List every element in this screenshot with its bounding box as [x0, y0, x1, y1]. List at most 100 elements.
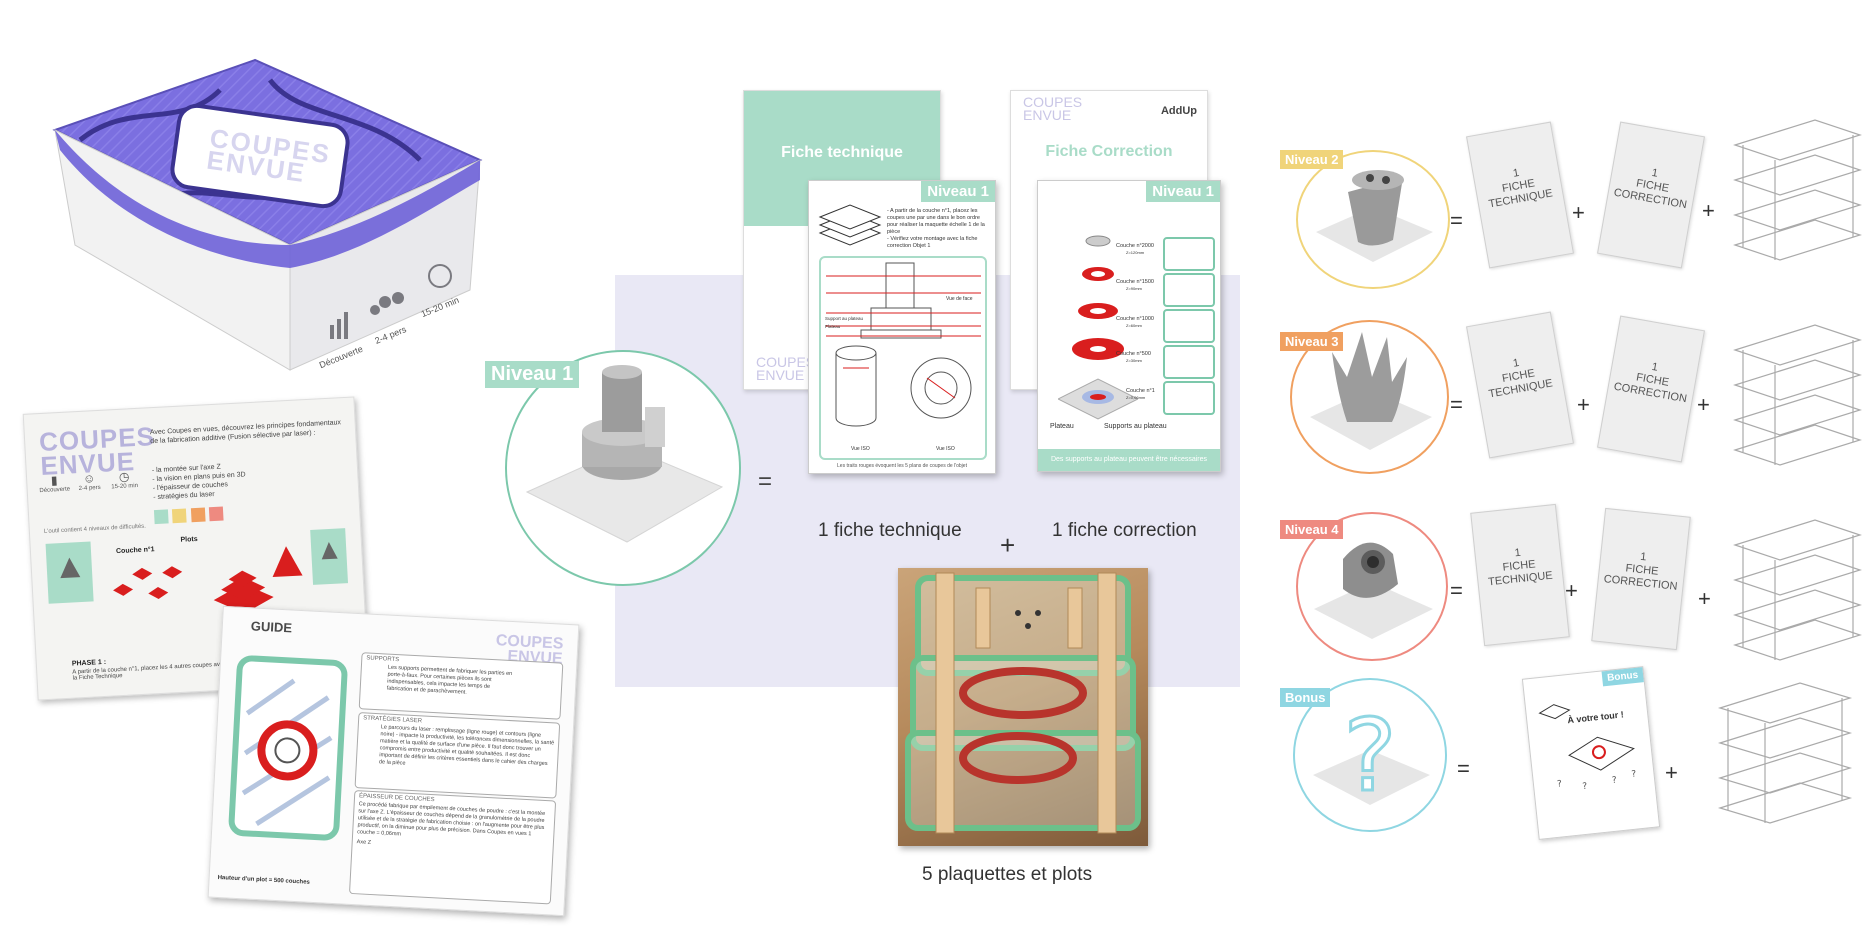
svg-text:?: ?	[1582, 782, 1588, 792]
rulebook-level-swatches	[153, 506, 224, 530]
couche-1500-z: Z=90mm	[1126, 286, 1142, 291]
fiche-back-logo-line2: ENVUE	[756, 367, 805, 383]
bonus-part-image: ?	[1313, 696, 1430, 816]
guide-section-laser: STRATÉGIES LASER Le parcours du laser : …	[354, 712, 561, 799]
level3-part-image	[1310, 332, 1432, 450]
vue-face-label: Vue de face	[946, 296, 973, 302]
guide-laser-text: Le parcours du laser : remplissage (lign…	[378, 724, 555, 768]
rulebook-plots-label: Plots	[180, 535, 198, 544]
level2-plus-2: +	[1702, 198, 1715, 223]
support-label: Support au plateau	[825, 316, 864, 321]
couche-1-z: Z=0,06mm	[1126, 395, 1146, 400]
svg-text:?: ?	[1557, 779, 1563, 789]
fiche-back-title: Fiche technique	[781, 144, 903, 161]
guide-section-layers: ÉPAISSEUR DE COUCHES Ce procédé fabrique…	[348, 789, 557, 905]
level2-fiche-technique: 1 FICHE TECHNIQUE	[1466, 121, 1574, 269]
fiche-correction-card: Niveau 1 Couche n°2000 Z=120mm Couche n°…	[1037, 180, 1221, 472]
couche-1-label: Couche n°1	[1126, 388, 1155, 394]
check-box-couche-2000	[1163, 237, 1215, 271]
level2-fiche-correction-text: 1 FICHE CORRECTION	[1612, 166, 1688, 212]
check-box-couche-1000	[1163, 309, 1215, 343]
rulebook-stat-difficulty-label: Découverte	[39, 486, 71, 495]
couche-2000-label: Couche n°2000	[1116, 243, 1154, 249]
rulebook-stat-time-label: 15-20 min	[111, 482, 139, 491]
level2-part-image	[1316, 170, 1433, 262]
level2-badge: Niveau 2	[1280, 150, 1344, 169]
guide-hauteur: Hauteur d'un plot = 500 couches	[217, 874, 310, 886]
game-box: COUPES ENVUE Découverte 2-4 pers 15-20 m…	[40, 40, 500, 430]
addup-logo: AddUp	[1160, 105, 1197, 117]
box-illustration	[52, 58, 483, 371]
level3-plates-sketch	[1733, 324, 1862, 466]
level3-fiche-correction-text: 1 FICHE CORRECTION	[1612, 360, 1688, 406]
couche-500-z: Z=30mm	[1126, 358, 1142, 363]
rulebook-intro: Avec Coupes en vues, découvrez les princ…	[149, 419, 342, 446]
rulebook-sheet: COUPES ENVUE Avec Coupes en vues, découv…	[22, 396, 370, 701]
plates-and-pegs-photo	[898, 568, 1148, 846]
guide-section-supports: SUPPORTS Les supports permettent de fabr…	[358, 652, 564, 720]
guide-sheet: GUIDE COUPES ENVUE SUPPORTS Les supports…	[207, 605, 580, 917]
rulebook-phase-title: PHASE 1 :	[71, 658, 107, 668]
check-box-couche-1500	[1163, 273, 1215, 307]
level3-badge: Niveau 3	[1280, 332, 1344, 351]
level1-badge: Niveau 1	[485, 361, 580, 388]
rulebook-stat-players: ☺2-4 pers	[78, 471, 101, 493]
bonus-plus: +	[1665, 760, 1678, 785]
couche-1000-label: Couche n°1000	[1116, 316, 1154, 322]
check-box-couche-500	[1163, 345, 1215, 379]
couche-500-label: Couche n°500	[1116, 351, 1151, 357]
couche-2000-z: Z=120mm	[1126, 250, 1145, 255]
fiche-back-logo-line1: COUPES	[756, 354, 816, 370]
corr-card-level: Niveau 1	[1146, 181, 1220, 202]
level1-part-image	[525, 365, 724, 543]
level2-plus-1: +	[1572, 200, 1585, 225]
guide-title: GUIDE	[250, 618, 293, 636]
level4-part-circle	[1296, 512, 1448, 661]
level4-fiche-correction-text: 1 FICHE CORRECTION	[1603, 550, 1678, 593]
level4-plates-sketch	[1733, 519, 1862, 661]
rulebook-diagram	[45, 528, 349, 614]
caption-plates: 5 plaquettes et plots	[922, 864, 1093, 885]
plus-sign-main: +	[1000, 530, 1016, 560]
technical-drawing-lines	[826, 262, 981, 427]
exploded-layers-illustration	[1058, 235, 1138, 420]
stack-icon	[818, 204, 882, 246]
plates-photo-illustration	[905, 572, 1141, 834]
bonus-card-illustration: ????	[1538, 704, 1637, 792]
vue-iso-1-label: Vue ISO	[851, 446, 870, 452]
svg-text:?: ?	[1631, 769, 1637, 779]
corr-back-title: Fiche Correction	[1045, 143, 1173, 160]
correction-footer-band: Des supports au plateau peuvent être néc…	[1038, 449, 1220, 471]
level2-fiche-correction: 1 FICHE CORRECTION	[1597, 121, 1705, 269]
level4-plus-1: +	[1565, 578, 1578, 603]
fiche-technical-drawing: Vue de face Support au plateau Plateau V…	[819, 256, 987, 460]
bonus-card: Bonus À votre tour ! ????	[1521, 666, 1661, 840]
rulebook-stat-difficulty: ▮Découverte	[39, 473, 71, 495]
level1-part-circle	[505, 350, 741, 586]
level3-plus-2: +	[1697, 392, 1710, 417]
rulebook-stat-time: ◷15-20 min	[111, 469, 139, 491]
fiche-instructions: - A partir de la couche n°1, placez les …	[887, 208, 985, 249]
level3-equals: =	[1450, 392, 1463, 417]
level4-badge: Niveau 4	[1280, 520, 1344, 539]
couche-1500-label: Couche n°1500	[1116, 279, 1154, 285]
corr-back-logo-line2: ENVUE	[1023, 107, 1072, 123]
plateau-label: Plateau	[1050, 423, 1074, 430]
level2-equals: =	[1450, 208, 1463, 233]
level4-fiche-correction: 1 FICHE CORRECTION	[1591, 507, 1691, 651]
rulebook-stat-players-label: 2-4 pers	[78, 484, 101, 493]
level2-part-circle	[1296, 150, 1450, 289]
level3-fiche-technique: 1 FICHE TECHNIQUE	[1466, 311, 1574, 459]
rulebook-levels-text: L'outil contient 4 niveaux de difficulté…	[43, 523, 147, 535]
caption-fiche-correction: 1 fiche correction	[1052, 520, 1197, 541]
fiche-technique-card: Niveau 1 - A partir de la couche n°1, pl…	[808, 180, 996, 474]
check-box-couche-1	[1163, 381, 1215, 415]
fiche-back-logo: COUPES ENVUE	[756, 354, 816, 383]
couche-1000-z: Z=60mm	[1126, 323, 1142, 328]
bonus-plates-sketch	[1717, 682, 1853, 824]
level3-plus-1: +	[1577, 392, 1590, 417]
fiche-card-level: Niveau 1	[921, 181, 995, 202]
bonus-equals: =	[1457, 756, 1470, 781]
vue-iso-2-label: Vue ISO	[936, 446, 955, 452]
equals-sign-main: =	[758, 468, 773, 495]
